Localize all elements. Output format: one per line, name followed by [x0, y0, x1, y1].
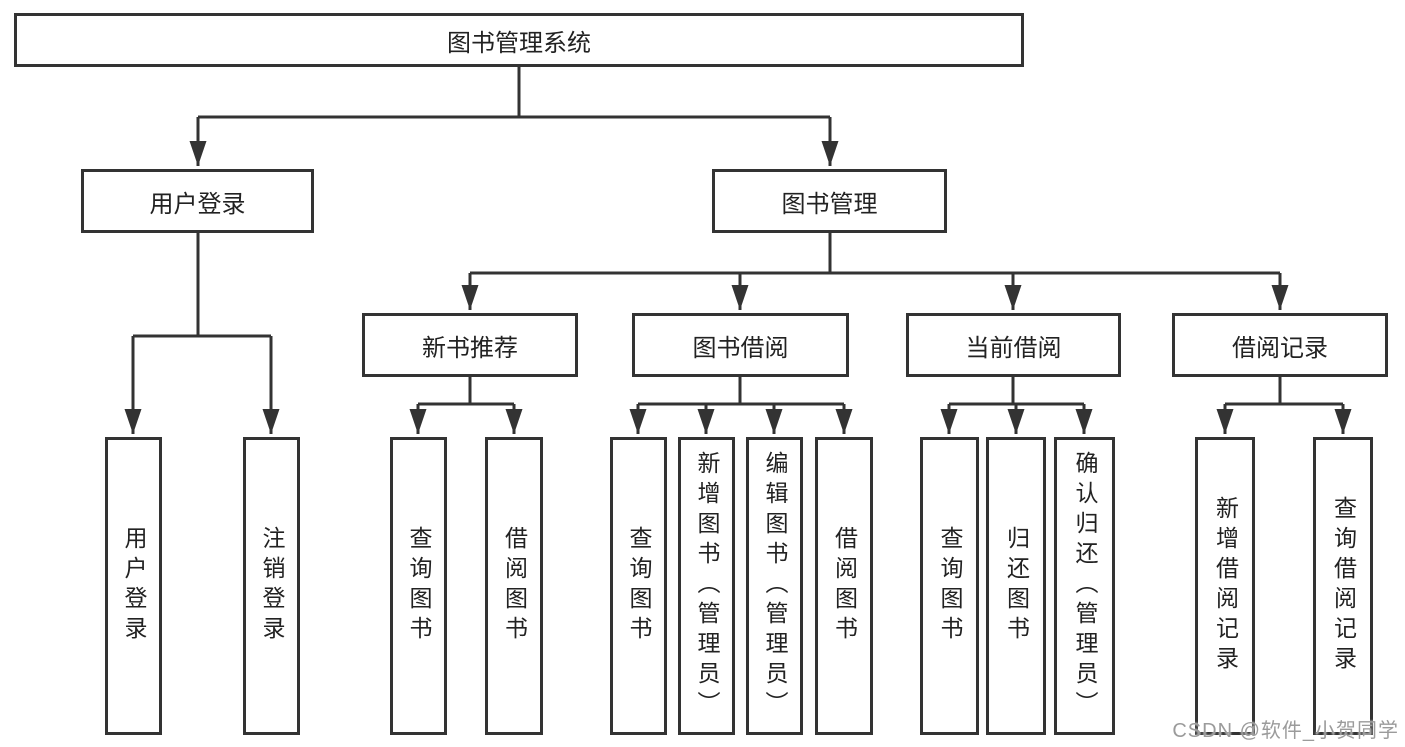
node-label: 查询图书	[406, 526, 432, 646]
node-current-borrowing: 当前借阅	[906, 313, 1121, 377]
leaf-confirm-return-admin: 确认归还（管理员）	[1054, 437, 1115, 735]
node-label: 归还图书	[1003, 526, 1030, 646]
edges-root-to-level2	[189, 67, 839, 166]
node-label: 借阅图书	[831, 526, 858, 646]
edges-user-login-children	[124, 233, 280, 434]
edges-book-borrowing-children	[629, 377, 853, 434]
node-label: 借阅图书	[501, 526, 528, 646]
node-label: 查询图书	[626, 526, 652, 646]
leaf-borrow-books-2: 借阅图书	[815, 437, 873, 735]
leaf-return-books: 归还图书	[986, 437, 1046, 735]
node-label: 查询图书	[937, 526, 963, 646]
node-label: 用户登录	[121, 526, 147, 646]
node-book-management: 图书管理	[712, 169, 947, 233]
node-label: 查询借阅记录	[1330, 496, 1357, 676]
leaf-query-books-3: 查询图书	[920, 437, 979, 735]
leaf-add-borrow-record: 新增借阅记录	[1195, 437, 1255, 735]
node-label: 用户登录	[149, 190, 246, 218]
node-label: 图书管理	[781, 190, 878, 218]
node-label: 新书推荐	[422, 334, 518, 362]
node-new-book-recommend: 新书推荐	[362, 313, 578, 377]
node-library-management-system: 图书管理系统	[14, 13, 1024, 67]
node-user-login: 用户登录	[81, 169, 314, 233]
leaf-add-books-admin: 新增图书（管理员）	[678, 437, 735, 735]
leaf-query-books-1: 查询图书	[390, 437, 447, 735]
edges-book-management-children	[461, 233, 1289, 310]
node-label: 图书借阅	[692, 334, 789, 362]
node-label: 当前借阅	[965, 334, 1062, 362]
leaf-logout: 注销登录	[243, 437, 300, 735]
leaf-query-books-2: 查询图书	[610, 437, 667, 735]
node-label: 确认归还（管理员）	[1072, 451, 1098, 721]
leaf-query-borrow-record: 查询借阅记录	[1313, 437, 1373, 735]
node-label: 新增借阅记录	[1212, 496, 1239, 676]
leaf-edit-books-admin: 编辑图书（管理员）	[746, 437, 803, 735]
edges-current-borrowing-children	[940, 377, 1093, 434]
node-book-borrowing: 图书借阅	[632, 313, 849, 377]
node-borrowing-records: 借阅记录	[1172, 313, 1388, 377]
edges-borrowing-records-children	[1216, 377, 1352, 434]
leaf-borrow-books-1: 借阅图书	[485, 437, 543, 735]
node-label: 图书管理系统	[447, 29, 591, 57]
edges-new-book-recommend-children	[409, 377, 523, 434]
csdn-watermark: CSDN @软件_小贺同学	[1172, 720, 1399, 742]
node-label: 借阅记录	[1232, 334, 1328, 362]
node-label: 注销登录	[259, 526, 285, 646]
node-label: 编辑图书（管理员）	[762, 451, 788, 721]
leaf-user-login: 用户登录	[105, 437, 162, 735]
node-label: 新增图书（管理员）	[694, 451, 720, 721]
